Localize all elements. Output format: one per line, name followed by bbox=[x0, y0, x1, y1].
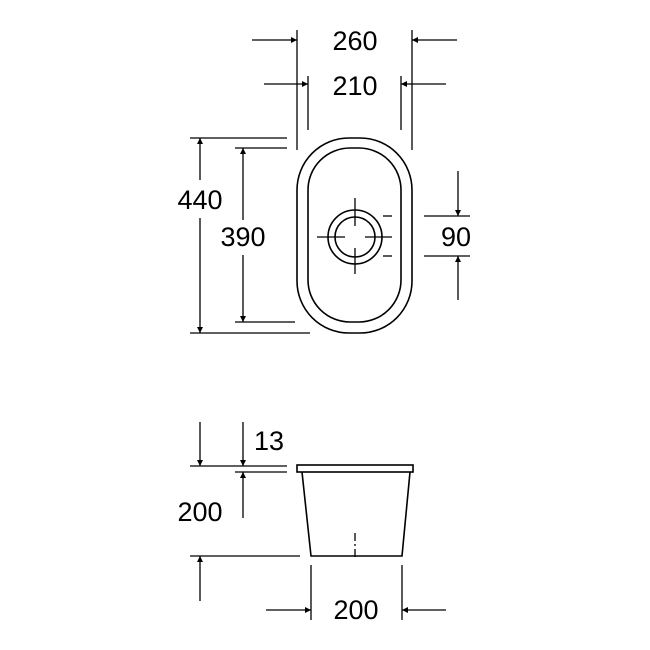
side-view: 13 200 200 bbox=[177, 422, 446, 625]
bowl-length-label: 390 bbox=[220, 222, 265, 252]
overall-width-label: 260 bbox=[332, 26, 377, 56]
drain-diameter-label: 90 bbox=[441, 222, 471, 252]
dimension-overall-width: 260 bbox=[252, 26, 457, 150]
bottom-width-label: 200 bbox=[333, 595, 378, 625]
dimension-bottom-width: 200 bbox=[266, 565, 446, 625]
top-view: 260 210 440 390 bbox=[177, 26, 471, 334]
bowl-profile bbox=[301, 471, 411, 557]
overall-length-label: 440 bbox=[177, 185, 222, 215]
dimension-bowl-depth: 200 bbox=[177, 497, 300, 601]
bowl-width-label: 210 bbox=[332, 71, 377, 101]
rim-thickness-label: 13 bbox=[254, 426, 284, 456]
dimension-bowl-width: 210 bbox=[264, 71, 446, 130]
bowl-inner-outline bbox=[307, 147, 402, 323]
drain-centerlines bbox=[317, 198, 392, 274]
sink-rim bbox=[296, 464, 414, 473]
sink-outer-outline bbox=[296, 137, 413, 334]
dimension-overall-length: 440 bbox=[177, 137, 310, 334]
bowl-depth-label: 200 bbox=[177, 497, 222, 527]
dimension-drain-diameter: 90 bbox=[424, 171, 471, 300]
dimension-bowl-length: 390 bbox=[220, 147, 295, 323]
dimension-rim-thickness: 13 bbox=[190, 422, 287, 518]
